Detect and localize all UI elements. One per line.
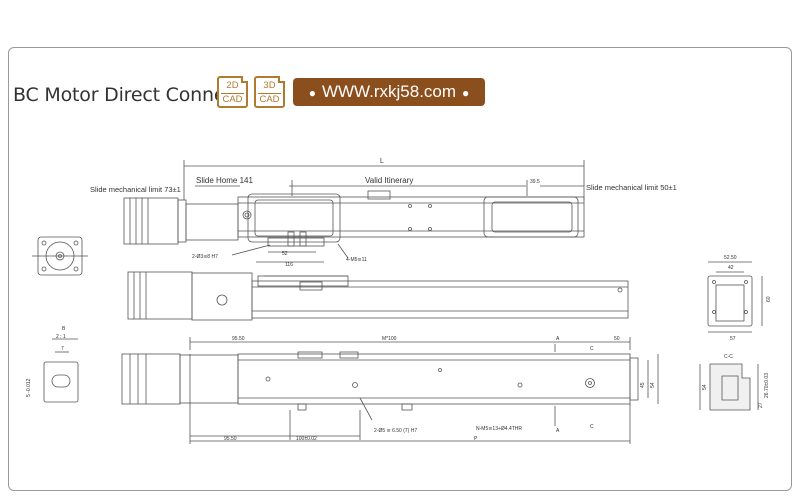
thread-note: N-M5≅13+Ø4.4THR [476, 426, 522, 432]
hole-note-left: 2-Ø3≅8 H7 [192, 254, 218, 260]
dim-116: 116 [285, 262, 293, 268]
cad-3d-sublabel: CAD [258, 93, 281, 105]
mech-limit-left-label: Slide mechanical limit 73±1 [90, 185, 181, 194]
dim-m100: M*100 [382, 336, 397, 342]
dim-l: L [380, 158, 384, 165]
section-a-top-label: A [556, 336, 560, 342]
hole-note-right: 4-M5≅11 [346, 257, 367, 263]
section-cc-dim-54: 54 [702, 384, 708, 390]
mech-limit-right-label: Slide mechanical limit 50±1 [586, 183, 677, 192]
section-cc-label: C-C [724, 354, 733, 360]
dim-100-002: 100±0.02 [296, 436, 317, 442]
bottom-view [121, 337, 659, 444]
dim-45: 45 [640, 382, 646, 388]
dim-57: 57 [730, 336, 736, 342]
hole-note-bottom: 2-Ø5 ≅ 6.50 (7) H7 [374, 428, 417, 434]
valid-itinerary-label: Valid Itinerary [365, 176, 413, 185]
drawing-frame [8, 47, 792, 491]
slide-home-label: Slide Home 141 [196, 176, 253, 185]
section-cc [699, 363, 759, 411]
dim-p: P [474, 436, 478, 442]
section-a-bottom-label: A [556, 428, 560, 434]
dim-7: 7 [61, 346, 64, 352]
side-view [127, 271, 629, 321]
cad-3d-download-icon[interactable]: 3D CAD [254, 76, 285, 108]
section-b-scale: 2 : 1 [56, 334, 66, 340]
section-c-bottom-label: C [590, 424, 594, 430]
website-badge[interactable]: ● WWW.rxkj58.com ● [293, 78, 485, 106]
dim-26-70: 26.70±0.03 [764, 373, 770, 398]
cad-2d-sublabel: CAD [221, 93, 244, 105]
dim-54: 54 [650, 382, 656, 388]
dim-52-50: 52.50 [724, 255, 737, 261]
page-title: BC Motor Direct Connect [13, 84, 243, 106]
dim-39-5: 39.5 [530, 179, 540, 185]
dim-27: 27 [758, 402, 764, 408]
dim-52: 52 [282, 251, 288, 257]
dim-60: 60 [766, 296, 772, 302]
cad-3d-label: 3D [263, 80, 276, 91]
end-view [707, 261, 763, 333]
bullet-icon: ● [462, 85, 470, 100]
dim-95-50-top: 95.50 [232, 336, 245, 342]
dim-5-012: 5 -0.012 [26, 378, 32, 397]
dim-95-50-bottom: 95.50 [224, 436, 237, 442]
section-b-label: B [62, 326, 66, 332]
section-c-top-label: C [590, 346, 594, 352]
dim-50: 50 [614, 336, 620, 342]
cad-2d-download-icon[interactable]: 2D CAD [217, 76, 248, 108]
top-view [123, 160, 585, 263]
motor-flange-view [32, 236, 88, 276]
website-link[interactable]: WWW.rxkj58.com [321, 82, 457, 101]
section-b-detail [43, 338, 79, 403]
cad-2d-label: 2D [226, 80, 239, 91]
dim-42: 42 [728, 265, 734, 271]
bullet-icon: ● [308, 85, 316, 100]
